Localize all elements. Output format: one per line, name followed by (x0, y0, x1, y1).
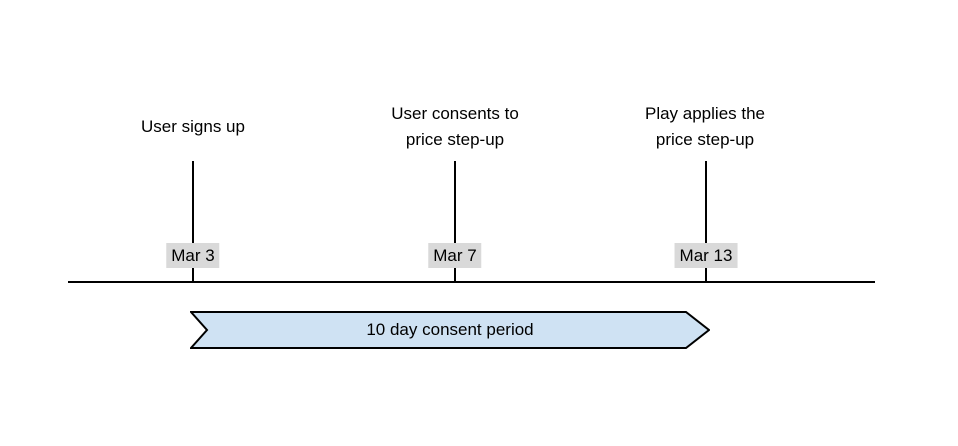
event-caption-user-consents: User consents to price step-up (325, 100, 585, 154)
date-text: Mar 13 (679, 246, 733, 265)
event-caption-label: Play applies the price step-up (644, 104, 766, 149)
consent-period-banner: 10 day consent period (190, 311, 710, 349)
date-text: Mar 3 (171, 246, 215, 265)
event-caption-play-applies: Play applies the price step-up (575, 100, 835, 154)
date-label-mar-3: Mar 3 (166, 243, 220, 268)
consent-period-label: 10 day consent period (366, 320, 534, 339)
date-label-mar-7: Mar 7 (428, 243, 482, 268)
event-caption-label: User signs up (141, 117, 245, 136)
event-caption-user-signs-up: User signs up (63, 100, 323, 154)
chevron-ribbon-shape (190, 311, 710, 349)
date-label-mar-13: Mar 13 (674, 243, 738, 268)
event-marker-line-mar-7 (454, 161, 456, 282)
event-marker-line-mar-3 (192, 161, 194, 282)
date-text: Mar 7 (433, 246, 477, 265)
event-caption-label: User consents to price step-up (391, 104, 519, 149)
timeline-axis (68, 281, 875, 283)
chevron-ribbon-polygon (190, 311, 710, 349)
event-marker-line-mar-13 (705, 161, 707, 282)
